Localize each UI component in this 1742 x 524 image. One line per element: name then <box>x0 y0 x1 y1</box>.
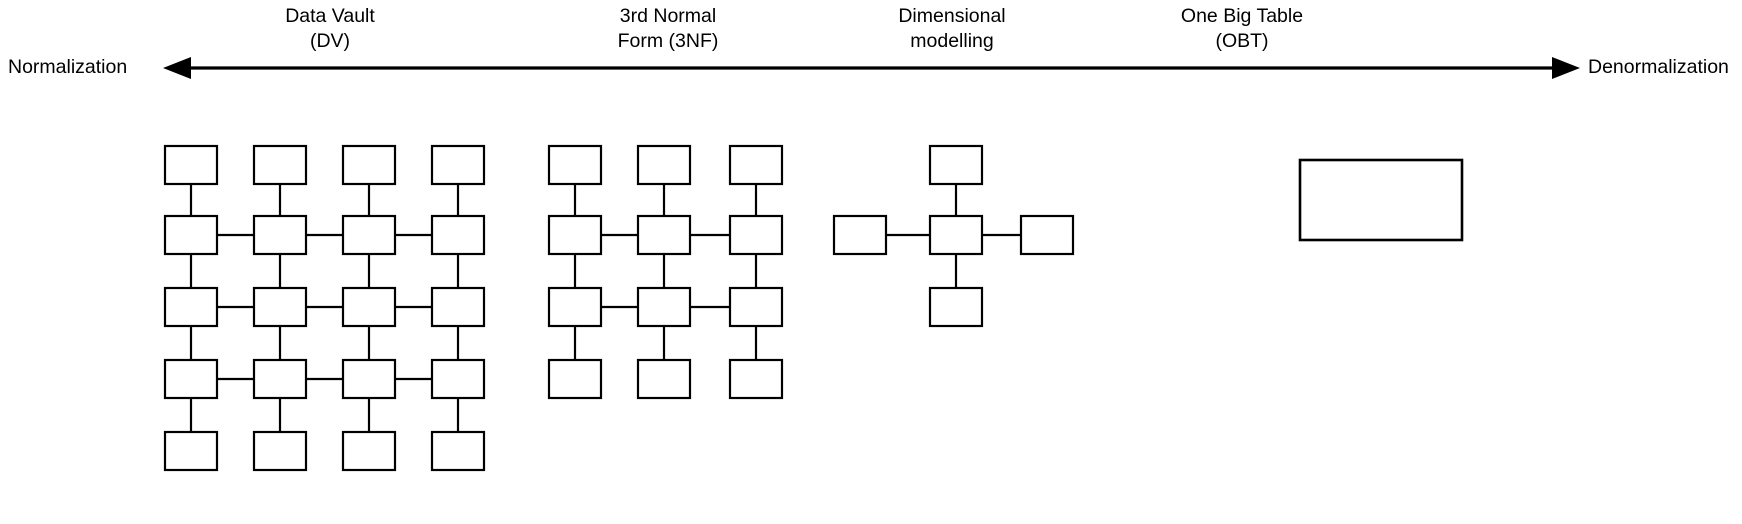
node-box[interactable] <box>341 358 397 400</box>
node-box[interactable] <box>547 144 603 186</box>
category-label-data-vault: Data Vault (DV) <box>210 4 450 54</box>
node-box[interactable] <box>728 286 784 328</box>
node-box[interactable] <box>832 214 888 256</box>
category-label-line2: (OBT) <box>1215 30 1269 52</box>
node-box[interactable] <box>163 214 219 256</box>
node-box[interactable] <box>430 430 486 472</box>
third-normal-form-structure <box>547 144 784 400</box>
node-box[interactable] <box>728 214 784 256</box>
category-label-dimensional-modelling: Dimensional modelling <box>832 4 1072 54</box>
node-box[interactable] <box>636 286 692 328</box>
node-box[interactable] <box>636 214 692 256</box>
node-box[interactable] <box>252 358 308 400</box>
node-box[interactable] <box>341 144 397 186</box>
category-label-line1: Data Vault <box>285 5 375 27</box>
category-label-line2: modelling <box>910 30 994 52</box>
node-box[interactable] <box>430 144 486 186</box>
node-box[interactable] <box>636 144 692 186</box>
node-box[interactable] <box>163 286 219 328</box>
node-box[interactable] <box>341 214 397 256</box>
node-box[interactable] <box>547 358 603 400</box>
axis-label-normalization: Normalization <box>8 56 128 78</box>
node-box[interactable] <box>163 358 219 400</box>
node-box[interactable] <box>928 286 984 328</box>
node-box[interactable] <box>252 286 308 328</box>
node-box[interactable] <box>547 214 603 256</box>
category-label-line1: Dimensional <box>898 5 1006 27</box>
node-box[interactable] <box>728 358 784 400</box>
node-box[interactable] <box>341 430 397 472</box>
category-label-one-big-table: One Big Table (OBT) <box>1122 4 1362 54</box>
axis-label-denormalization: Denormalization <box>1588 56 1729 78</box>
category-label-line1: 3rd Normal <box>619 5 717 27</box>
node-box[interactable] <box>252 214 308 256</box>
node-box[interactable] <box>547 286 603 328</box>
node-box[interactable] <box>728 144 784 186</box>
one-big-table-box[interactable] <box>1298 158 1464 242</box>
node-box[interactable] <box>341 286 397 328</box>
node-box[interactable] <box>1019 214 1075 256</box>
node-box[interactable] <box>430 214 486 256</box>
category-label-line1: One Big Table <box>1180 5 1304 27</box>
node-box[interactable] <box>430 286 486 328</box>
node-box[interactable] <box>928 144 984 186</box>
data-vault-structure <box>163 144 486 472</box>
category-label-line2: Form (3NF) <box>617 30 719 52</box>
dimensional-modelling-structure <box>832 144 1075 328</box>
node-box[interactable] <box>430 358 486 400</box>
node-box[interactable] <box>252 144 308 186</box>
node-box-fact[interactable] <box>928 214 984 256</box>
one-big-table-structure <box>1298 158 1464 242</box>
category-label-line2: (DV) <box>309 30 351 52</box>
node-box[interactable] <box>252 430 308 472</box>
node-box[interactable] <box>636 358 692 400</box>
node-box[interactable] <box>163 144 219 186</box>
node-box[interactable] <box>163 430 219 472</box>
